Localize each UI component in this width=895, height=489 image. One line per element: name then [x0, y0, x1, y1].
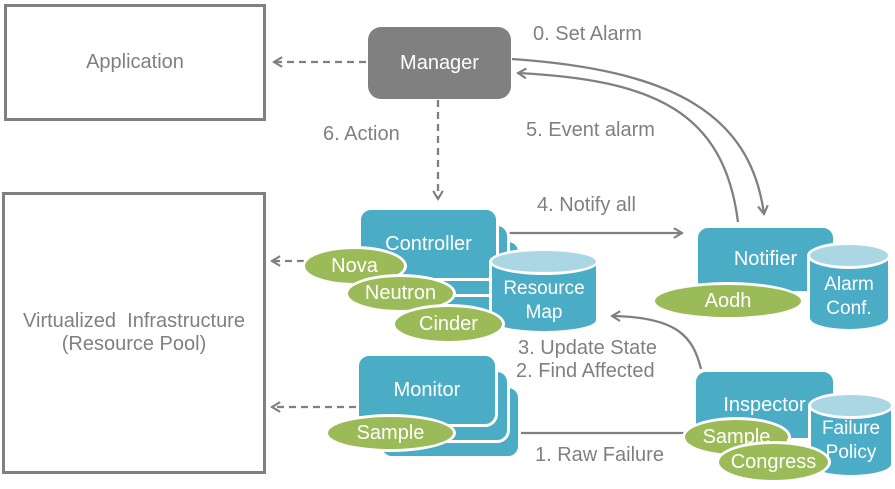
- flow-label-set-alarm: 0. Set Alarm: [533, 23, 642, 45]
- controller-label: Controller: [385, 232, 472, 255]
- cinder-label: Cinder: [419, 312, 478, 335]
- arrow-inspector-to-resource-map: [612, 316, 703, 370]
- failure-policy-label-line1: Failure: [821, 418, 881, 439]
- resource-map-label-line2: Map: [525, 302, 563, 323]
- flow-label-notify-all: 4. Notify all: [537, 194, 636, 216]
- congress-ellipse: Congress: [716, 441, 831, 483]
- aodh-ellipse: Aodh: [652, 282, 804, 320]
- flow-label-raw-failure: 1. Raw Failure: [535, 444, 664, 466]
- neutron-label: Neutron: [364, 282, 437, 304]
- failure-policy-cylinder-top: [808, 392, 894, 419]
- alarm-conf-cylinder: Alarm Conf.: [807, 242, 891, 332]
- resource-map-label-line1: Resource: [503, 278, 585, 299]
- monitor-label: Monitor: [393, 378, 461, 401]
- notifier-label: Notifier: [733, 248, 798, 270]
- nova-label: Nova: [331, 254, 378, 277]
- virtualized-infrastructure-label-line1: Virtualized Infrastructure: [23, 310, 245, 332]
- cinder-ellipse: Cinder: [392, 304, 505, 344]
- manager-box: Manager: [368, 27, 511, 99]
- application-label: Application: [86, 51, 184, 73]
- virtualized-infrastructure-box: Virtualized Infrastructure (Resource Poo…: [2, 192, 266, 474]
- virtualized-infrastructure-label-line2: (Resource Pool): [61, 333, 207, 355]
- aodh-label: Aodh: [704, 289, 752, 312]
- flow-label-find-affected: 2. Find Affected: [516, 360, 655, 382]
- alarm-conf-cylinder-top: [807, 242, 891, 269]
- resource-map-cylinder: Resource Map: [489, 248, 599, 334]
- flow-label-update-state: 3. Update State: [518, 337, 657, 359]
- congress-label: Congress: [730, 450, 817, 473]
- resource-map-cylinder-top: [489, 248, 599, 275]
- failure-policy-label-line2: Policy: [825, 442, 877, 463]
- arrow-event-alarm: [518, 73, 740, 223]
- inspector-label: Inspector: [723, 393, 806, 416]
- flow-label-action: 6. Action: [323, 123, 400, 145]
- sample-monitor-ellipse: Sample: [325, 414, 456, 452]
- arrow-set-alarm: [511, 57, 764, 214]
- alarm-conf-label-line1: Alarm: [824, 274, 874, 295]
- manager-label: Manager: [400, 51, 479, 74]
- alarm-conf-label-line2: Conf.: [826, 298, 872, 319]
- sample-monitor-label: Sample: [356, 421, 425, 444]
- application-box: Application: [4, 4, 266, 121]
- flow-label-event-alarm: 5. Event alarm: [526, 119, 655, 141]
